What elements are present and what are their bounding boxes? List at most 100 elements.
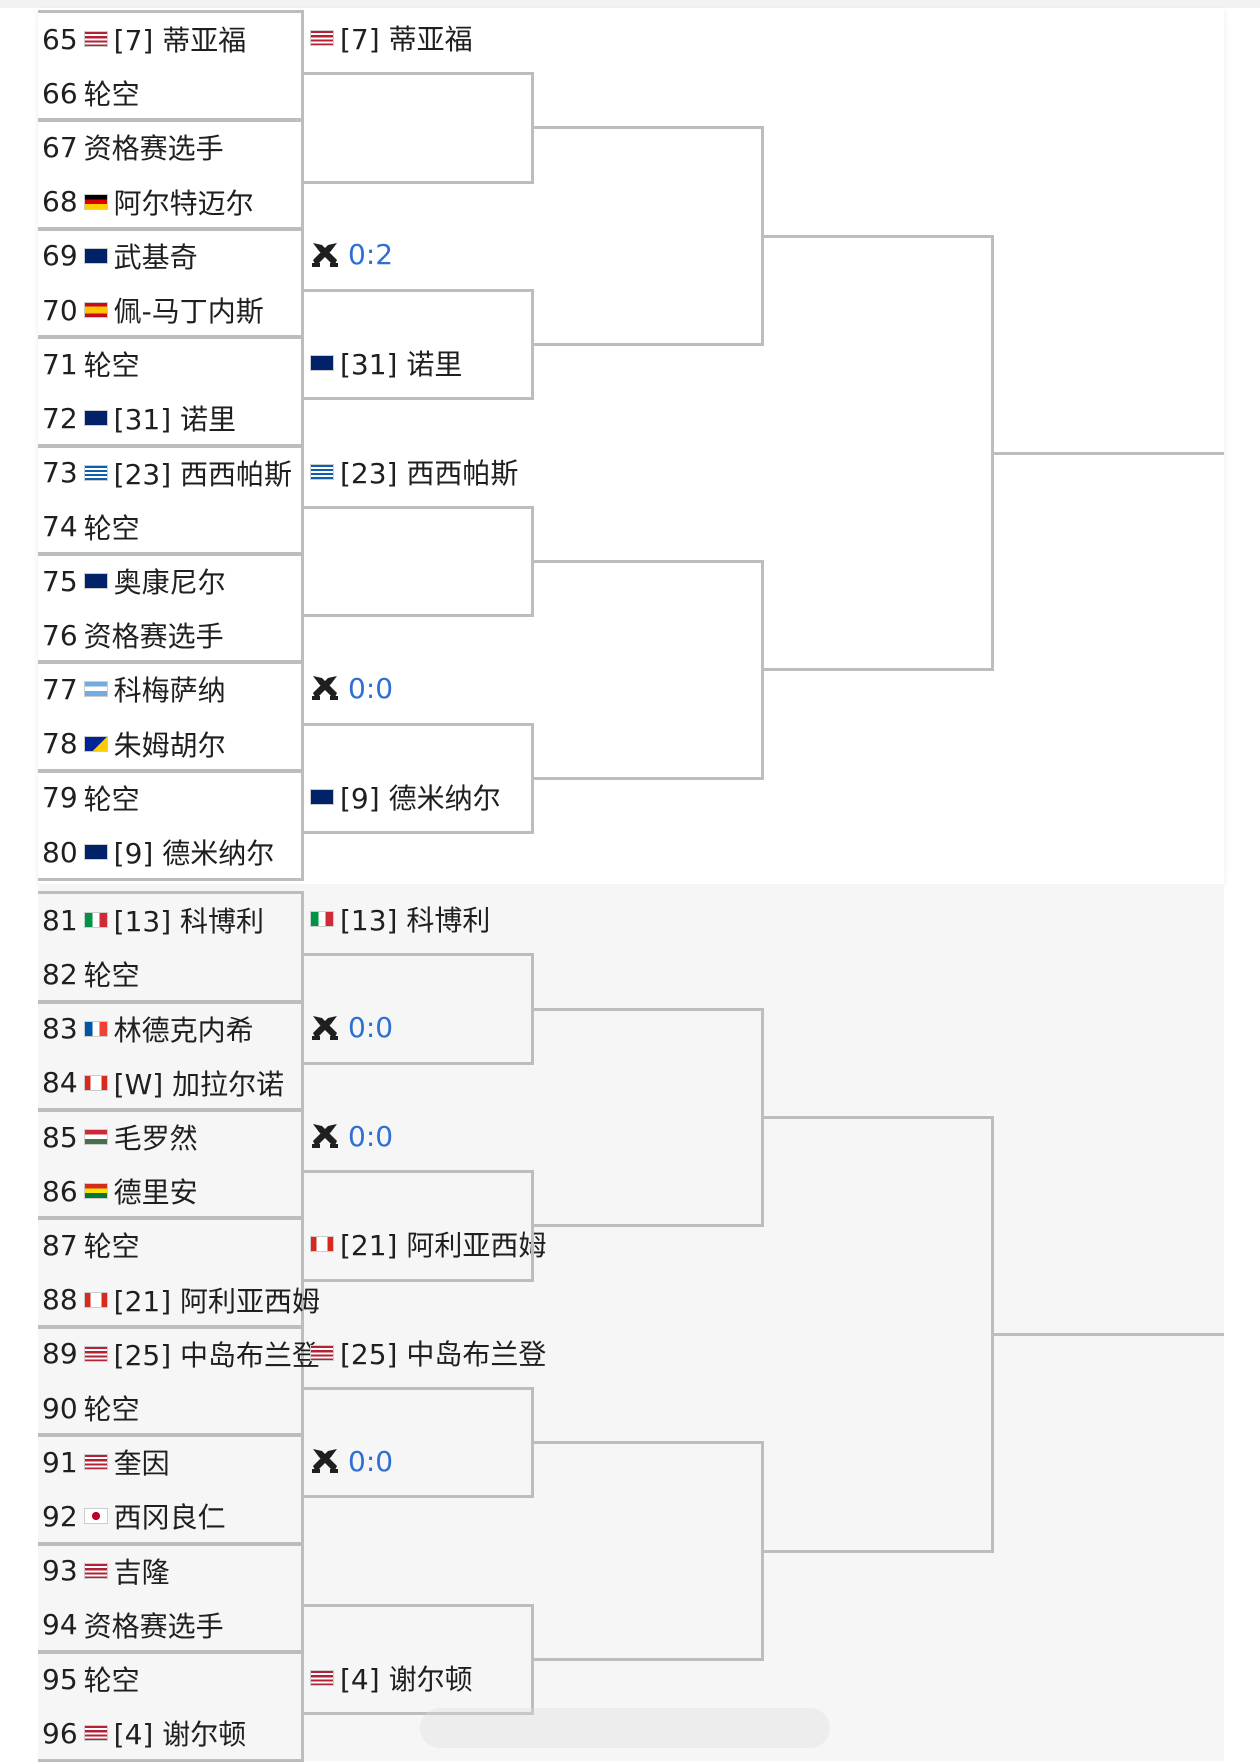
flag-jp-icon (83, 1508, 108, 1525)
round2-line (304, 72, 534, 76)
round2-entry[interactable]: [4] 谢尔顿 (310, 1656, 473, 1700)
round2-entry[interactable]: [25] 中岛布兰登 (310, 1331, 546, 1375)
round2-connector (531, 1603, 534, 1716)
round3-line (534, 1007, 764, 1011)
flag-us-icon (310, 30, 334, 46)
round2-score[interactable]: 0:2 (310, 233, 393, 277)
crossed-swords-icon (312, 242, 338, 267)
round3-line (534, 126, 764, 130)
round1-entry[interactable]: 81[13] 科博利 (42, 894, 264, 946)
round1-entry[interactable]: 72[31] 诺里 (42, 392, 236, 444)
round2-entry[interactable]: [21] 阿利亚西姆 (310, 1222, 546, 1266)
draw-position: 95 (42, 1662, 78, 1696)
round1-entry[interactable]: 88[21] 阿利亚西姆 (42, 1274, 320, 1326)
player-name: [4] 谢尔顿 (340, 1663, 473, 1696)
draw-position: 66 (42, 76, 78, 110)
round2-score[interactable]: 0:0 (310, 1439, 393, 1483)
round3-connector (761, 1441, 764, 1661)
round1-entry[interactable]: 75 奥康尼尔 (42, 555, 226, 607)
flag-es-icon (83, 302, 108, 318)
draw-position: 75 (42, 564, 78, 598)
flag-it-icon (83, 912, 108, 929)
player-name: 奥康尼尔 (113, 566, 226, 599)
draw-position: 76 (42, 618, 78, 652)
round2-line (304, 505, 534, 509)
round1-entry[interactable]: 84[W] 加拉尔诺 (42, 1057, 284, 1109)
player-name: 轮空 (83, 782, 140, 816)
round2-line (304, 1712, 534, 1716)
player-name: 资格赛选手 (83, 132, 224, 166)
flag-us-icon (83, 1345, 108, 1362)
match-score: 0:2 (348, 238, 394, 272)
flag-ca-icon (310, 1236, 334, 1253)
flag-bo-icon (83, 1183, 108, 1200)
player-name: [13] 科博利 (340, 904, 491, 938)
round2-entry[interactable]: [9] 德米纳尔 (310, 775, 501, 819)
round1-entry[interactable]: 89[25] 中岛布兰登 (42, 1328, 320, 1380)
round2-entry[interactable]: [13] 科博利 (310, 897, 490, 941)
round2-entry[interactable]: [7] 蒂亚福 (310, 16, 473, 60)
player-name: [9] 德米纳尔 (113, 837, 275, 870)
top-edge (0, 0, 1260, 8)
round2-score[interactable]: 0:0 (310, 1114, 393, 1158)
flag-au-icon (83, 844, 108, 860)
crossed-swords-icon (312, 1449, 338, 1474)
round1-entry[interactable]: 73[23] 西西帕斯 (42, 447, 292, 499)
round3-line (534, 776, 764, 780)
round2-entry[interactable]: [23] 西西帕斯 (310, 450, 518, 494)
round2-line (304, 180, 534, 184)
draw-position: 90 (42, 1391, 78, 1425)
flag-ca-icon (83, 1291, 108, 1308)
round4-line (764, 1116, 994, 1119)
round3-connector (761, 1007, 764, 1228)
round1-entry[interactable]: 65[7] 蒂亚福 (42, 13, 246, 65)
player-name: [31] 诺里 (340, 348, 463, 382)
draw-position: 79 (42, 781, 78, 815)
draw-position: 94 (42, 1608, 78, 1642)
round1-entry[interactable]: 96[4] 谢尔顿 (42, 1707, 246, 1759)
player-name: 轮空 (83, 959, 140, 993)
draw-position: 74 (42, 510, 78, 544)
round2-connector (531, 722, 534, 834)
player-name: [31] 诺里 (113, 403, 237, 437)
match-score: 0:0 (348, 1119, 394, 1153)
flag-au-icon (83, 573, 108, 589)
flag-gr-icon (83, 464, 108, 481)
draw-position: 68 (42, 185, 78, 219)
flag-us-icon (83, 1454, 108, 1471)
round2-score[interactable]: 0:0 (310, 1006, 393, 1050)
round2-line (304, 1387, 534, 1390)
round1-entry[interactable]: 80[9] 德米纳尔 (42, 826, 274, 878)
flag-gr-icon (310, 463, 334, 480)
player-name: 轮空 (83, 511, 140, 545)
round2-entry[interactable]: [31] 诺里 (310, 341, 462, 385)
flag-ba-icon (83, 735, 108, 752)
player-name: 朱姆胡尔 (113, 728, 226, 762)
flag-fr-icon (83, 1020, 108, 1037)
round2-score[interactable]: 0:0 (310, 666, 393, 710)
round3-line (534, 343, 764, 347)
match-score: 0:0 (348, 1444, 394, 1478)
